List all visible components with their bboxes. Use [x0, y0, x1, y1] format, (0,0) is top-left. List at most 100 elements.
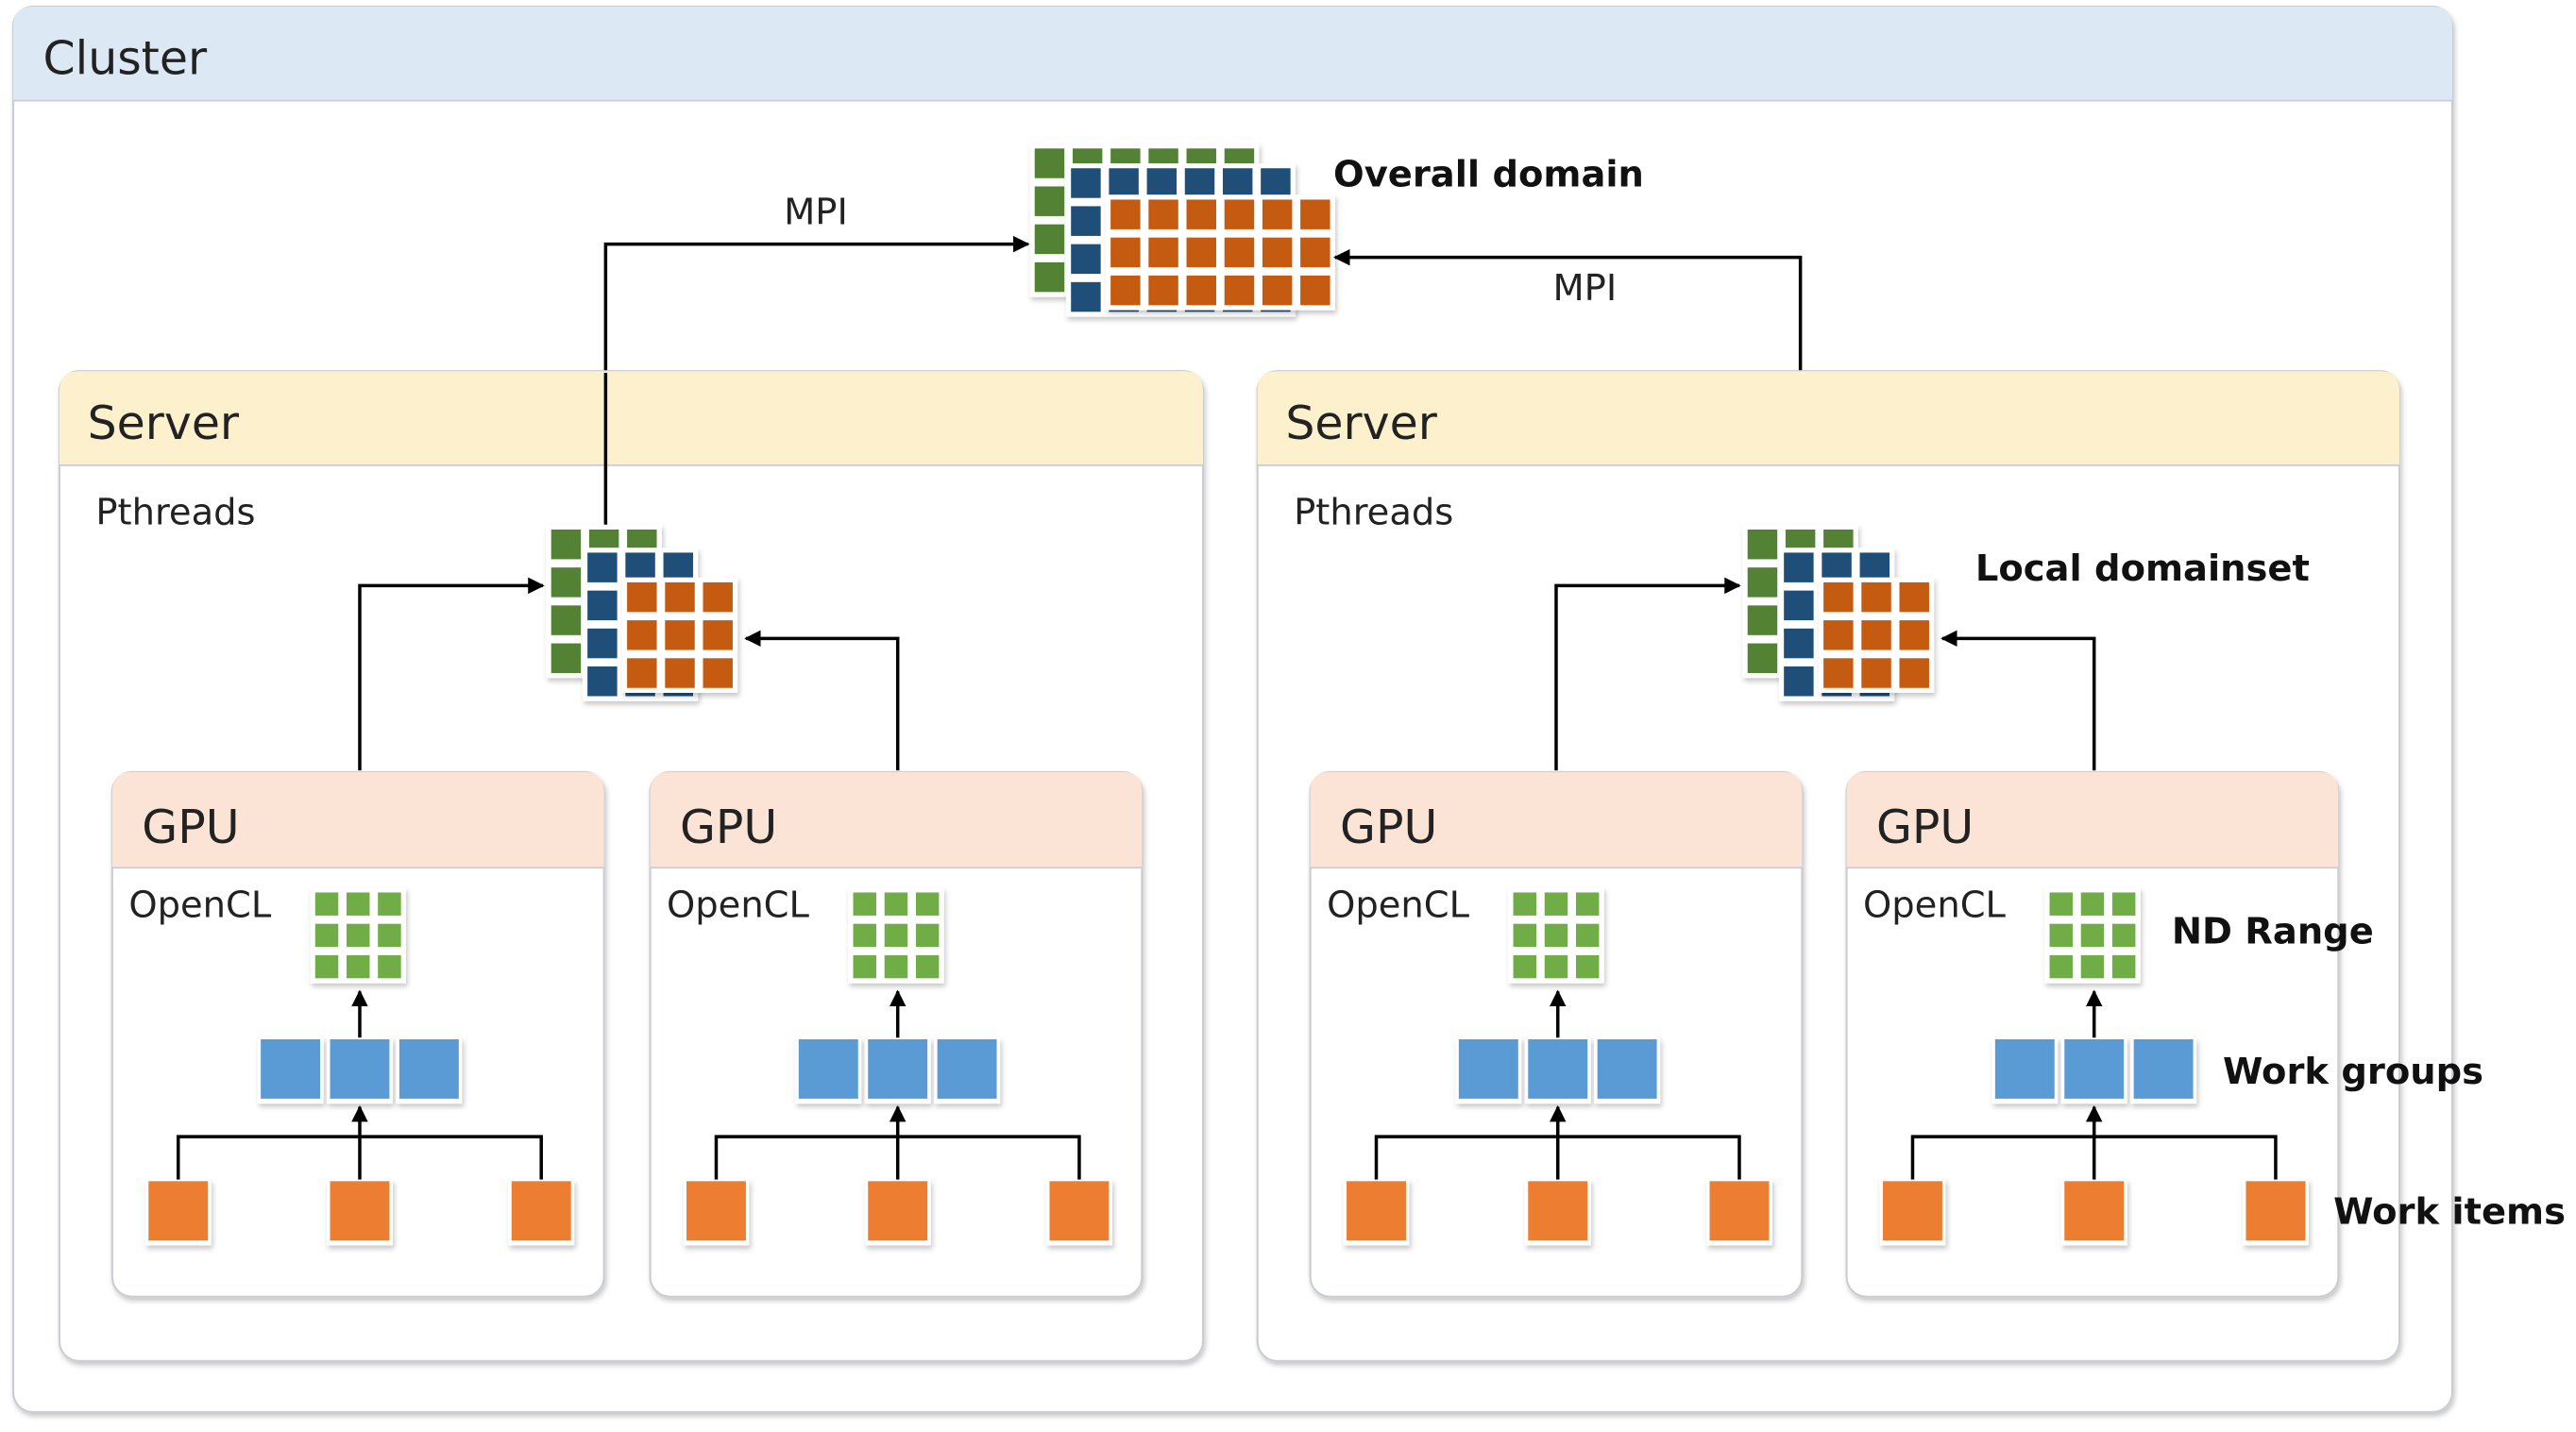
domain-cell-blue: [1146, 168, 1178, 198]
nd-range-cell: [378, 954, 401, 979]
gpu-header: [111, 771, 604, 868]
work-item-connector: [176, 1107, 543, 1182]
work-item-block: [1709, 1181, 1770, 1241]
mpi-label-right: MPI: [1552, 267, 1617, 310]
work-item-block: [686, 1181, 746, 1241]
domain-cell-blue: [1222, 168, 1253, 198]
nd-range-cell: [2080, 954, 2105, 979]
gpu-box: GPU OpenCL: [1309, 770, 1804, 1298]
work-item-block: [1049, 1181, 1110, 1241]
work-item-connector: [714, 1107, 1081, 1182]
work-items-icon: [1343, 1179, 1772, 1246]
gpu-header: [650, 771, 1143, 868]
nd-range-cell: [314, 954, 339, 979]
domain-cell-orange: [1224, 275, 1255, 306]
nd-range-cell: [2080, 892, 2105, 916]
domain-cell-orange: [665, 620, 695, 650]
domain-cell-blue: [1784, 666, 1814, 697]
domain-cell-orange: [1262, 237, 1293, 268]
nd-range-cell: [884, 892, 908, 916]
nd-range-cell: [2049, 954, 2073, 979]
nd-range-label: ND Range: [2172, 911, 2374, 953]
domain-cell-orange: [1186, 199, 1216, 229]
nd-range-cell: [853, 954, 876, 979]
domain-cell-orange: [1186, 237, 1216, 268]
work-groups-icon: [257, 1037, 463, 1104]
domain-cell-green: [551, 529, 582, 560]
domain-cell-orange: [703, 620, 733, 650]
opencl-label: OpenCL: [1863, 884, 2007, 927]
mpi-link-left: [603, 235, 1030, 373]
work-group-block: [798, 1038, 858, 1099]
work-item-block: [2246, 1181, 2306, 1241]
nd-range-cell: [1575, 892, 1600, 916]
domain-cell-orange: [1861, 581, 1891, 613]
domain-cell-blue: [1071, 281, 1101, 312]
domain-cell-orange: [1899, 620, 1929, 650]
domain-cell-orange: [1110, 237, 1141, 268]
domain-cell-orange: [1148, 199, 1178, 229]
cluster-title: Cluster: [42, 32, 208, 86]
gpu-title: GPU: [680, 800, 777, 854]
domain-cell-green: [1034, 261, 1065, 293]
work-group-block: [1528, 1038, 1588, 1099]
domain-cell-green: [1747, 605, 1778, 635]
domain-cell-blue: [1071, 244, 1101, 275]
work-items-icon: [683, 1179, 1112, 1246]
work-item-block: [511, 1181, 571, 1241]
overall-domain-icon: [1029, 143, 1335, 317]
nd-range-cell: [1544, 923, 1568, 948]
work-items-icon: [1879, 1179, 2309, 1246]
work-group-block: [330, 1038, 390, 1099]
domain-cell-orange: [1300, 237, 1330, 268]
work-item-connector: [1910, 1107, 2278, 1182]
domain-cell-orange: [1823, 581, 1854, 613]
gpu-header: [1310, 771, 1803, 868]
nd-range-cell: [378, 923, 401, 948]
domain-cell-orange: [665, 581, 695, 613]
domain-cell-orange: [665, 658, 695, 688]
work-item-block: [1347, 1181, 1406, 1241]
nd-range-cell: [2111, 954, 2136, 979]
gpu-title: GPU: [1340, 800, 1437, 854]
gpu-to-domain-arrow: [744, 630, 900, 771]
pthreads-label: Pthreads: [95, 492, 255, 534]
work-group-block: [398, 1038, 459, 1099]
gpu-to-domain-arrow: [1940, 630, 2096, 771]
domain-cell-orange: [627, 620, 657, 650]
server-title: Server: [1285, 396, 1437, 450]
nd-range-cell: [1513, 892, 1537, 916]
nd-range-cell: [2049, 923, 2073, 948]
nd-range-cell: [346, 892, 370, 916]
local-domainset-label: Local domainset: [1975, 548, 2310, 590]
nd-range-icon: [310, 887, 406, 984]
work-items-label: Work items: [2333, 1191, 2566, 1234]
gpu-title: GPU: [142, 800, 239, 854]
nd-range-cell: [1544, 892, 1568, 916]
domain-cell-blue: [1784, 628, 1814, 659]
opencl-label: OpenCL: [1327, 884, 1470, 927]
domain-cell-green: [1034, 186, 1065, 216]
domain-cell-orange: [1262, 275, 1293, 306]
domain-cell-blue: [1784, 552, 1814, 582]
domain-cell-blue: [1071, 206, 1101, 236]
domain-cell-orange: [1823, 658, 1854, 688]
work-group-block: [937, 1038, 997, 1099]
domain-cell-orange: [1186, 275, 1216, 306]
domain-cell-orange: [703, 581, 733, 613]
work-group-block: [261, 1038, 321, 1099]
domain-cell-orange: [1110, 275, 1141, 306]
nd-range-cell: [915, 954, 940, 979]
domain-cell-blue: [1109, 168, 1139, 198]
domain-cell-green: [551, 567, 582, 598]
work-groups-icon: [795, 1037, 1001, 1104]
nd-range-cell: [915, 892, 940, 916]
domain-cell-green: [1747, 529, 1778, 560]
work-item-block: [148, 1181, 209, 1241]
work-item-block: [2064, 1181, 2125, 1241]
nd-range-cell: [2049, 892, 2073, 916]
domain-cell-orange: [1148, 237, 1178, 268]
